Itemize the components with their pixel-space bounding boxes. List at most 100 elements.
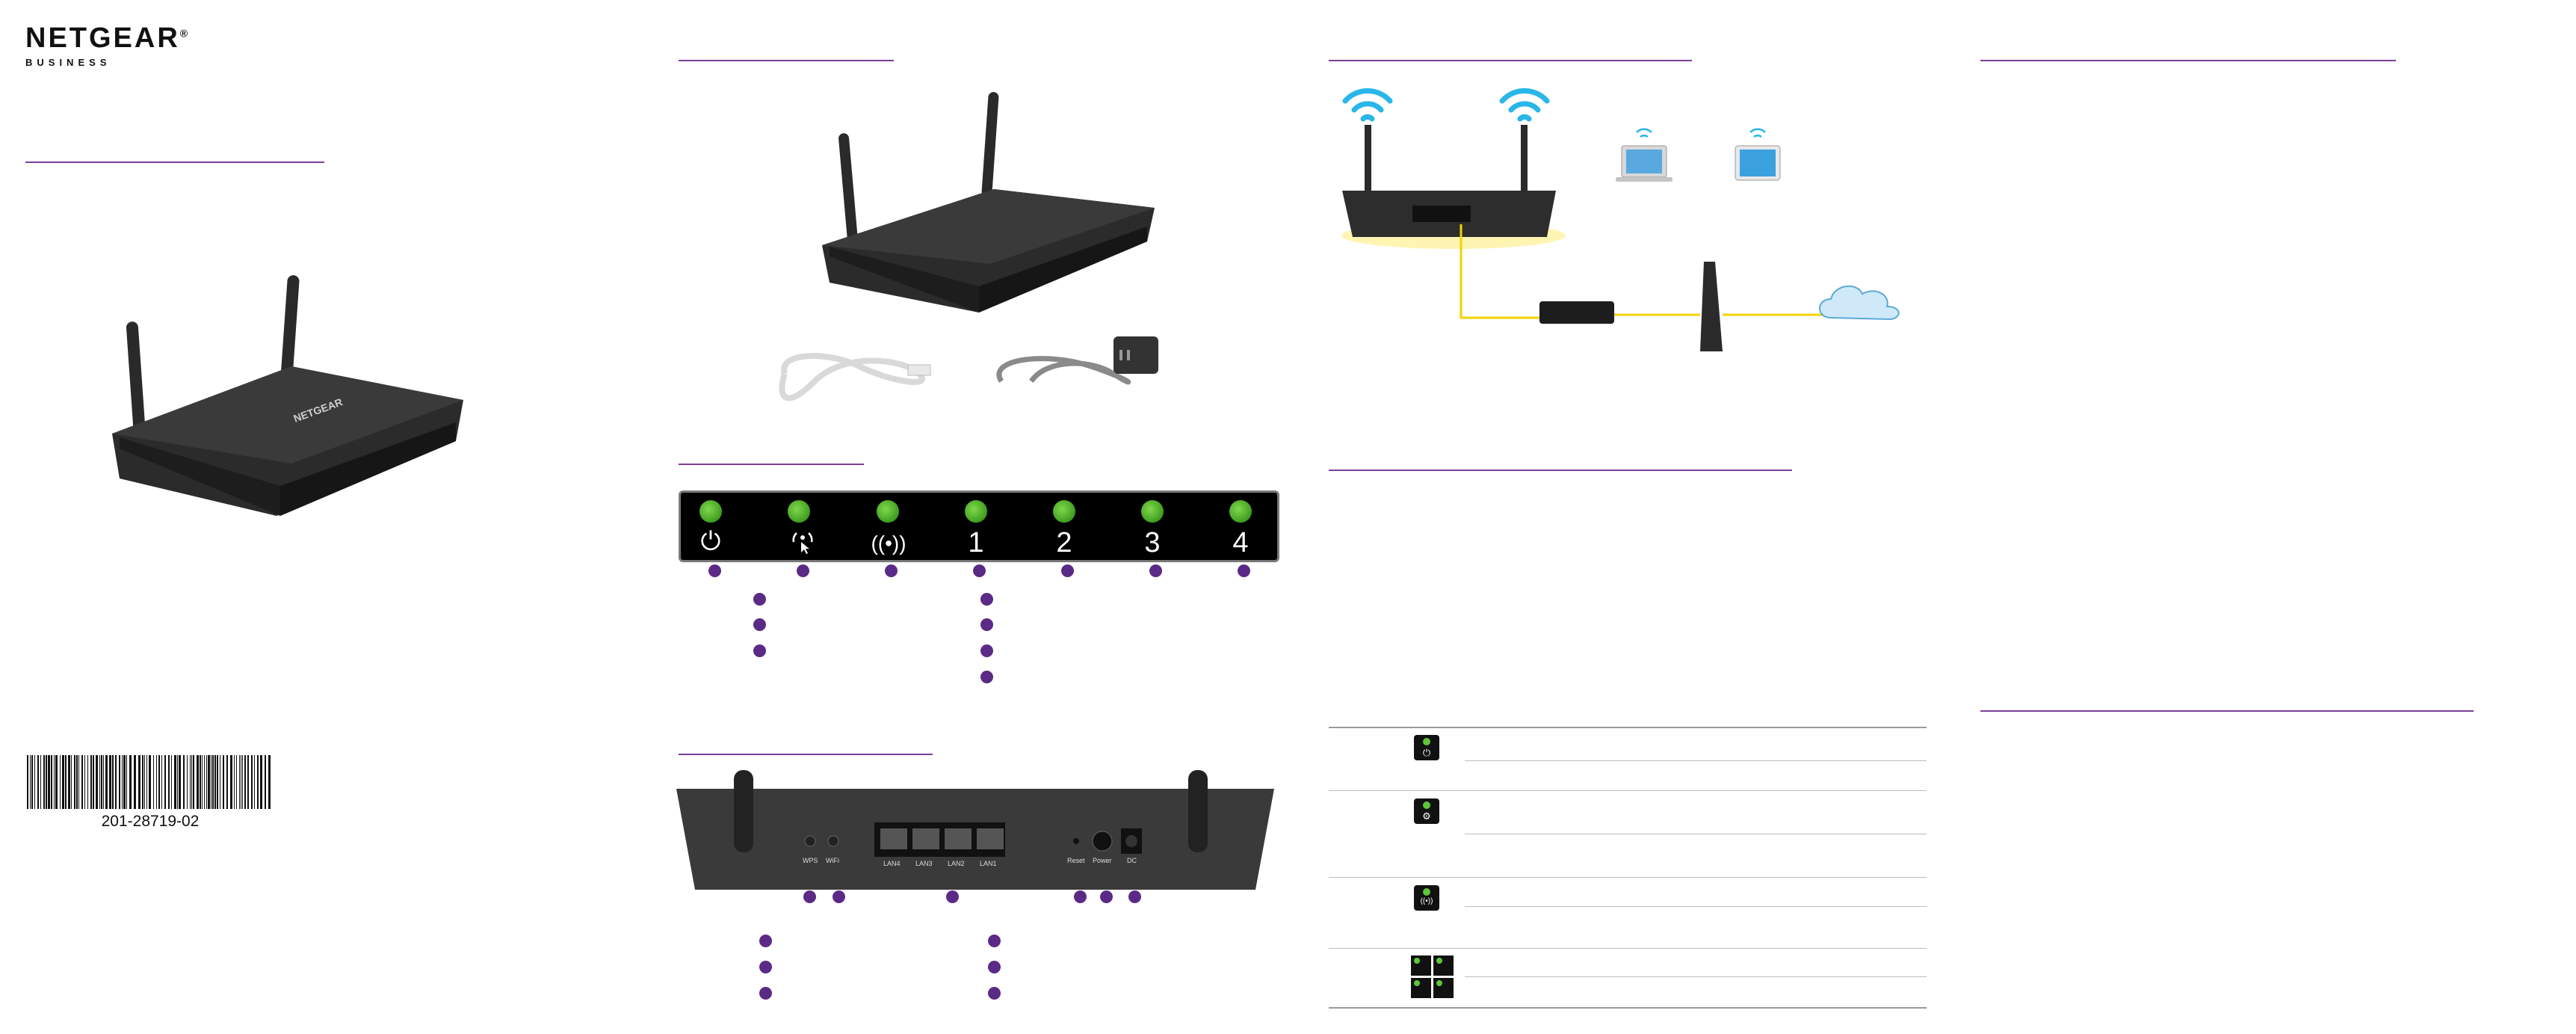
router-image-large: NETGEAR xyxy=(112,275,463,516)
barcode-bar xyxy=(112,755,114,809)
led-lan3 xyxy=(1141,500,1164,523)
barcode-bar xyxy=(115,755,117,809)
callout-dot xyxy=(980,618,993,631)
callout-dot xyxy=(980,671,993,683)
barcode-bar xyxy=(84,755,85,809)
callout-dot xyxy=(980,644,993,657)
barcode-bar xyxy=(183,755,185,809)
barcode-bar xyxy=(251,755,253,809)
barcode-bar xyxy=(204,755,205,809)
callout-dot xyxy=(946,890,959,903)
table-row-line xyxy=(1465,976,1927,977)
callout-dot xyxy=(753,618,766,631)
led-lan1 xyxy=(965,500,987,523)
router-back-panel: WPS WiFi LAN4 LAN3 LAN2 LAN1 Reset Power… xyxy=(676,770,1274,890)
network-diagram xyxy=(1341,88,1900,351)
barcode-image xyxy=(27,755,271,809)
barcode-bar xyxy=(217,755,218,809)
logo-brand: NETGEAR xyxy=(25,22,180,54)
barcode-bar xyxy=(78,755,79,809)
barcode-bar xyxy=(71,755,72,809)
led-wifi xyxy=(877,500,899,523)
barcode-bar xyxy=(149,755,151,809)
led-label-3: 3 xyxy=(1144,527,1161,558)
barcode-bar xyxy=(62,755,64,809)
barcode-bar xyxy=(90,755,92,809)
section-rule-leds xyxy=(679,464,864,465)
callout-dot xyxy=(833,890,845,903)
table-bottom-line xyxy=(1329,1007,1927,1009)
barcode-bar xyxy=(65,755,67,809)
barcode-bar xyxy=(187,755,188,809)
barcode-bar xyxy=(156,755,157,809)
barcode-bar xyxy=(200,755,201,809)
section-rule-title xyxy=(25,161,324,163)
barcode-bar xyxy=(239,755,240,809)
barcode-bar xyxy=(134,755,136,809)
callout-dot xyxy=(1100,890,1113,903)
wifi-icon: ((•)) xyxy=(871,532,906,555)
barcode-bar xyxy=(206,755,207,809)
laptop-icon xyxy=(1616,145,1672,182)
barcode-bar xyxy=(81,755,83,809)
callout-dot xyxy=(759,961,772,973)
ethernet-cable-image xyxy=(779,353,931,401)
barcode-bar xyxy=(122,755,123,809)
barcode-bar xyxy=(43,755,45,809)
barcode-bar xyxy=(30,755,31,809)
barcode-bar xyxy=(123,755,126,809)
section-rule-backpanel xyxy=(679,754,933,755)
led-label-4: 4 xyxy=(1232,527,1249,558)
callout-dot xyxy=(988,935,1001,947)
callout-dot xyxy=(988,961,1001,973)
section-rule-connect xyxy=(1329,60,1692,61)
callout-dot xyxy=(753,593,766,606)
svg-text:Power: Power xyxy=(1093,857,1112,864)
barcode-bar xyxy=(242,755,243,809)
barcode-bar xyxy=(68,755,70,809)
barcode-bar xyxy=(103,755,104,809)
section-rule-col4-bottom xyxy=(1980,710,2474,712)
table-wifi-icon: ((•)) xyxy=(1414,885,1439,911)
barcode-bar xyxy=(109,755,111,809)
callout-dot xyxy=(1128,890,1141,903)
callout-dot xyxy=(753,644,766,657)
barcode-bar xyxy=(177,755,178,809)
svg-text:LAN3: LAN3 xyxy=(915,860,933,867)
barcode-bar xyxy=(260,755,262,809)
svg-text:WiFi: WiFi xyxy=(826,857,839,864)
barcode-bar xyxy=(51,755,52,809)
barcode-bar xyxy=(99,755,100,809)
table-row-line xyxy=(1465,760,1927,761)
callout-dot xyxy=(973,564,986,577)
svg-text:DC: DC xyxy=(1127,857,1137,864)
barcode-bar xyxy=(164,755,166,809)
callout-dot xyxy=(1074,890,1087,903)
barcode-bar xyxy=(174,755,176,809)
barcode-bar xyxy=(202,755,203,809)
barcode-bar xyxy=(37,755,39,809)
barcode-bar xyxy=(105,755,108,809)
section-rule-col4-top xyxy=(1980,60,2396,61)
led-label-1: 1 xyxy=(968,527,984,558)
led-lan2 xyxy=(1053,500,1075,523)
svg-text:LAN4: LAN4 xyxy=(883,860,901,867)
barcode-bar xyxy=(193,755,194,809)
callout-dot xyxy=(1061,564,1074,577)
barcode-bar xyxy=(138,755,140,809)
barcode-bar xyxy=(168,755,170,809)
table-row-line xyxy=(1465,906,1927,907)
barcode-bar xyxy=(158,755,160,809)
svg-text:LAN2: LAN2 xyxy=(948,860,965,867)
led-lan4 xyxy=(1229,500,1252,523)
table-row-divider xyxy=(1329,790,1927,791)
callout-dot xyxy=(1149,564,1162,577)
callout-dot xyxy=(759,987,772,1000)
svg-text:WPS: WPS xyxy=(803,857,818,864)
barcode-bar xyxy=(126,755,127,809)
callout-dot xyxy=(797,564,809,577)
logo-sub: BUSINESS xyxy=(25,57,111,68)
barcode-bar xyxy=(226,755,228,809)
barcode-bar xyxy=(76,755,78,809)
barcode-bar xyxy=(234,755,235,809)
